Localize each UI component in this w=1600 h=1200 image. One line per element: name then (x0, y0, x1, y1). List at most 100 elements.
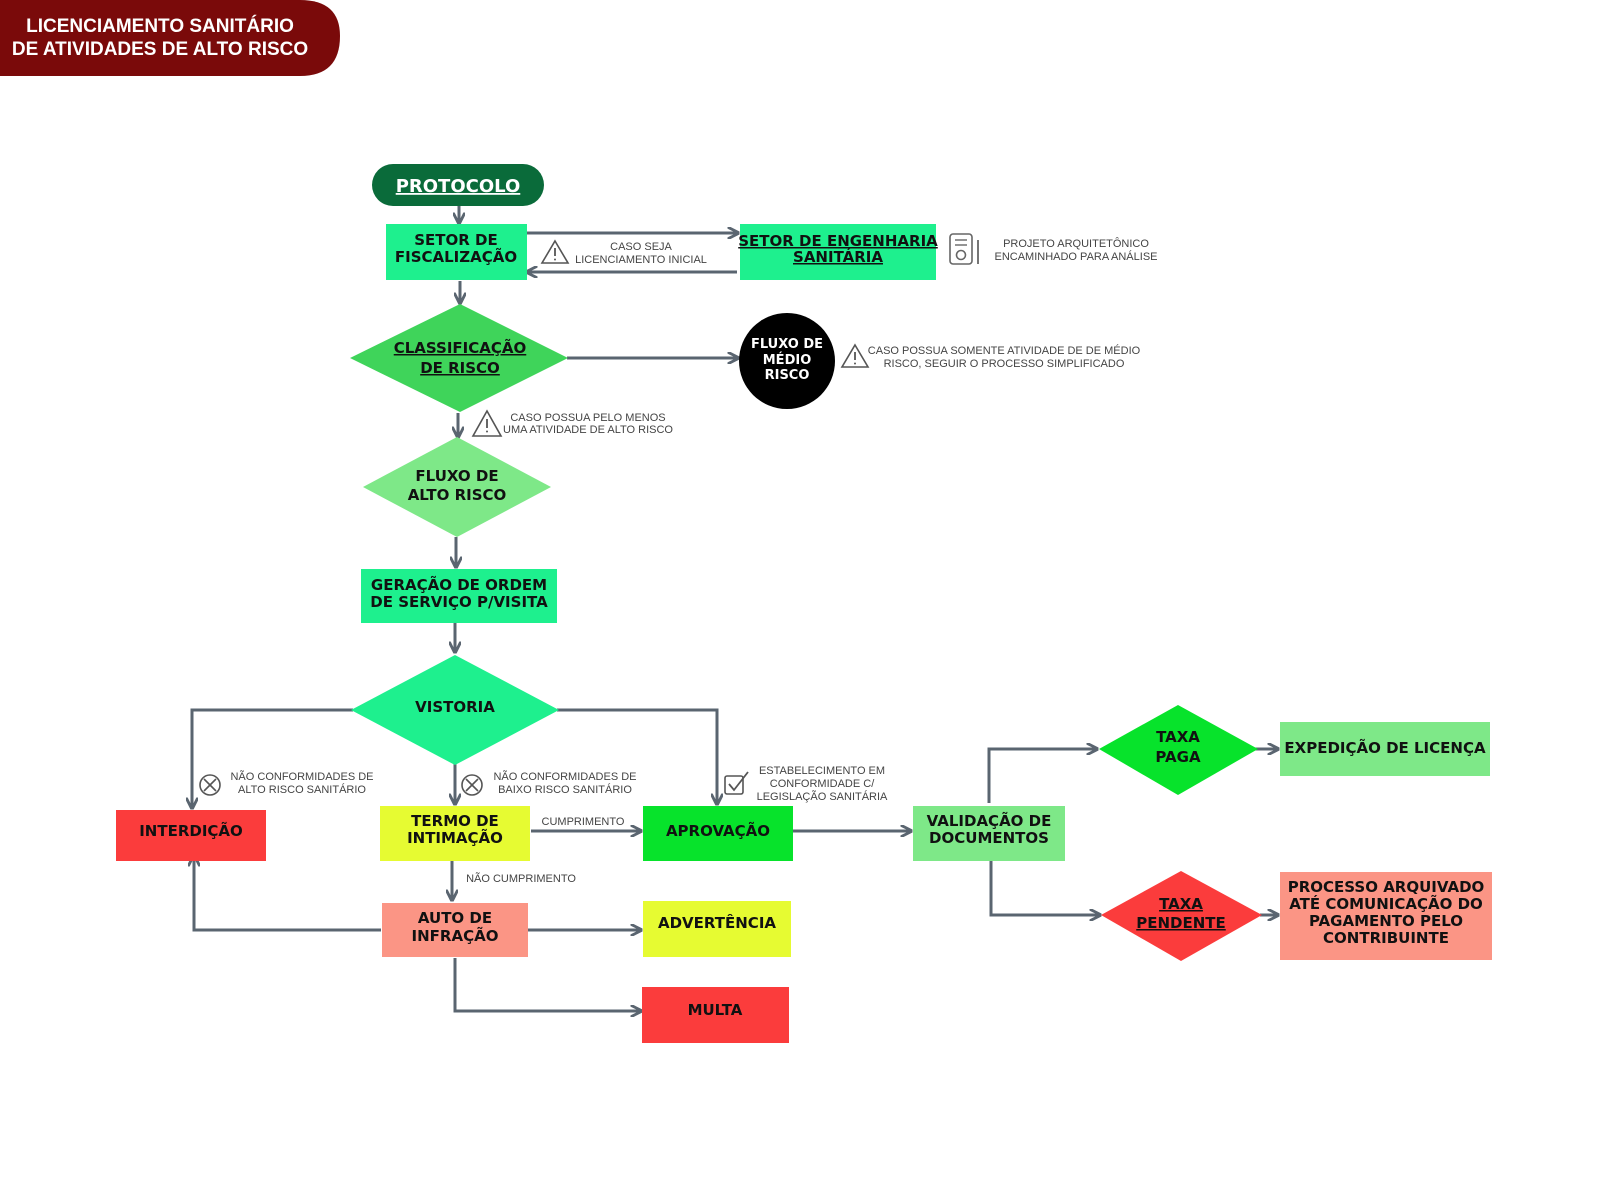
interdicao-label: INTERDIÇÃO (139, 821, 243, 840)
processo-arquivado-shape (1280, 872, 1492, 960)
edges (192, 204, 1277, 1011)
setor-engenharia-shape (740, 224, 936, 280)
taxa-paga-line-2: PAGA (1155, 748, 1201, 766)
node-setor-engenharia[interactable]: SETOR DE ENGENHARIA SANITÁRIA (738, 224, 938, 280)
termo-intimacao-shape (380, 806, 530, 861)
fluxo-medio-risco-shape (739, 313, 835, 409)
protocolo-shape (372, 164, 544, 206)
node-geracao-ordem[interactable]: GERAÇÃO DE ORDEM DE SERVIÇO P/VISITA (361, 569, 557, 623)
edge-vistoria-aprovacao (557, 708, 717, 803)
note-conformidade-line-1: ESTABELECIMENTO EM (759, 765, 885, 777)
geracao-ordem-shape (361, 569, 557, 623)
taxa-paga-line-1: TAXA (1156, 728, 1200, 746)
termo-intimacao-line-1: TERMO DE (411, 812, 499, 830)
node-aprovacao[interactable]: APROVAÇÃO (643, 806, 793, 861)
aprovacao-shape (643, 806, 793, 861)
vistoria-label: VISTORIA (415, 698, 495, 716)
setor-engenharia-line-2: SANITÁRIA (793, 247, 883, 266)
taxa-pendente-shape (1101, 871, 1262, 961)
note-projeto-line-2: ENCAMINHADO PARA ANÁLISE (994, 250, 1157, 263)
processo-arquivado-line-1: PROCESSO ARQUIVADO (1288, 878, 1485, 896)
note-caso-seja-line-1: CASO SEJA (610, 241, 672, 253)
title-background (0, 0, 340, 76)
vistoria-shape (351, 655, 559, 765)
node-validacao-documentos[interactable]: VALIDAÇÃO DE DOCUMENTOS (913, 806, 1065, 861)
fluxo-alto-risco-shape (363, 437, 551, 537)
node-protocolo[interactable]: PROTOCOLO (372, 164, 544, 206)
node-setor-fiscalizacao[interactable]: SETOR DE FISCALIZAÇÃO (386, 224, 527, 280)
multa-label: MULTA (688, 1001, 743, 1019)
note-caso-alto-line-2: UMA ATIVIDADE DE ALTO RISCO (503, 424, 673, 436)
termo-intimacao-line-2: INTIMAÇÃO (407, 828, 503, 847)
auto-infracao-line-2: INFRAÇÃO (412, 926, 499, 945)
fluxo-alto-risco-line-1: FLUXO DE (415, 467, 498, 485)
validacao-documentos-shape (913, 806, 1065, 861)
classificacao-risco-line-1: CLASSIFICAÇÃO (394, 338, 527, 357)
processo-arquivado-line-2: ATÉ COMUNICAÇÃO DO (1289, 894, 1483, 913)
taxa-paga-shape (1099, 705, 1258, 795)
checkbox-icon (724, 771, 749, 795)
title-banner: LICENCIAMENTO SANITÁRIO DE ATIVIDADES DE… (0, 0, 340, 76)
setor-engenharia-line-1: SETOR DE ENGENHARIA (738, 232, 938, 250)
node-auto-infracao[interactable]: AUTO DE INFRAÇÃO (382, 903, 528, 957)
validacao-documentos-line-2: DOCUMENTOS (929, 829, 1049, 847)
notes: CASO SEJA LICENCIAMENTO INICIAL PROJETO … (199, 233, 1158, 885)
fluxo-medio-risco-line-2: MÉDIO (763, 352, 812, 368)
note-caso-alto-line-1: CASO POSSUA PELO MENOS (510, 412, 665, 424)
edge-label-cumprimento: CUMPRIMENTO (542, 816, 625, 828)
title-line-2: DE ATIVIDADES DE ALTO RISCO (12, 39, 308, 60)
edge-vistoria-interdicao (192, 708, 353, 807)
node-interdicao[interactable]: INTERDIÇÃO (116, 810, 266, 861)
nodes: PROTOCOLO SETOR DE FISCALIZAÇÃO SETOR DE… (116, 164, 1492, 1043)
title-line-1: LICENCIAMENTO SANITÁRIO (26, 15, 294, 37)
protocolo-label: PROTOCOLO (396, 176, 521, 197)
node-processo-arquivado[interactable]: PROCESSO ARQUIVADO ATÉ COMUNICAÇÃO DO PA… (1280, 872, 1492, 960)
setor-fiscalizacao-shape (386, 224, 527, 280)
expedicao-licenca-shape (1280, 722, 1490, 776)
fluxo-medio-risco-line-1: FLUXO DE (751, 337, 823, 352)
edge-auto-interdicao (194, 857, 381, 932)
x-circle-icon (199, 774, 221, 796)
processo-arquivado-line-3: PAGAMENTO PELO (1309, 912, 1463, 930)
edge-label-nao-cumprimento: NÃO CUMPRIMENTO (466, 872, 576, 885)
warning-icon (471, 409, 503, 437)
node-fluxo-medio-risco[interactable]: FLUXO DE MÉDIO RISCO (739, 313, 835, 409)
warning-icon (540, 239, 570, 264)
node-fluxo-alto-risco[interactable]: FLUXO DE ALTO RISCO (363, 437, 551, 537)
edge-validacao-taxa-paga (987, 749, 1096, 803)
x-circle-icon (461, 774, 483, 796)
fluxo-alto-risco-line-2: ALTO RISCO (408, 486, 507, 504)
node-advertencia[interactable]: ADVERTÊNCIA (643, 901, 791, 957)
setor-fiscalizacao-line-1: SETOR DE (414, 231, 498, 249)
setor-fiscalizacao-line-2: FISCALIZAÇÃO (395, 247, 517, 266)
node-taxa-paga[interactable]: TAXA PAGA (1099, 705, 1258, 795)
note-conformidade-line-3: LEGISLAÇÃO SANITÁRIA (757, 790, 888, 803)
interdicao-shape (116, 810, 266, 861)
edge-validacao-taxa-pendente (989, 861, 1099, 915)
node-expedicao-licenca[interactable]: EXPEDIÇÃO DE LICENÇA (1280, 722, 1490, 776)
note-conformidade-line-2: CONFORMIDADE C/ (770, 778, 875, 790)
note-nc-alto-line-2: ALTO RISCO SANITÁRIO (238, 783, 366, 796)
note-nc-alto-line-1: NÃO CONFORMIDADES DE (230, 770, 373, 783)
note-nc-baixo-line-1: NÃO CONFORMIDADES DE (493, 770, 636, 783)
edge-auto-multa (453, 958, 640, 1011)
taxa-pendente-line-2: PENDENTE (1136, 914, 1226, 932)
auto-infracao-line-1: AUTO DE (418, 909, 492, 927)
note-projeto-line-1: PROJETO ARQUITETÔNICO (1003, 237, 1149, 250)
expedicao-licenca-label: EXPEDIÇÃO DE LICENÇA (1284, 738, 1486, 757)
node-multa[interactable]: MULTA (642, 987, 789, 1043)
node-termo-intimacao[interactable]: TERMO DE INTIMAÇÃO (380, 806, 530, 861)
node-vistoria[interactable]: VISTORIA (351, 655, 559, 765)
geracao-ordem-line-1: GERAÇÃO DE ORDEM (371, 575, 547, 594)
node-taxa-pendente[interactable]: TAXA PENDENTE (1101, 871, 1262, 961)
processo-arquivado-line-4: CONTRIBUINTE (1323, 929, 1449, 947)
multa-shape (642, 987, 789, 1043)
taxa-pendente-line-1: TAXA (1159, 895, 1203, 913)
node-classificacao-risco[interactable]: CLASSIFICAÇÃO DE RISCO (350, 304, 568, 412)
advertencia-label: ADVERTÊNCIA (658, 913, 776, 932)
note-caso-medio-line-1: CASO POSSUA SOMENTE ATIVIDADE DE DE MÉDI… (868, 344, 1141, 357)
auto-infracao-shape (382, 903, 528, 957)
classificacao-risco-shape (350, 304, 568, 412)
classificacao-risco-line-2: DE RISCO (420, 359, 500, 377)
